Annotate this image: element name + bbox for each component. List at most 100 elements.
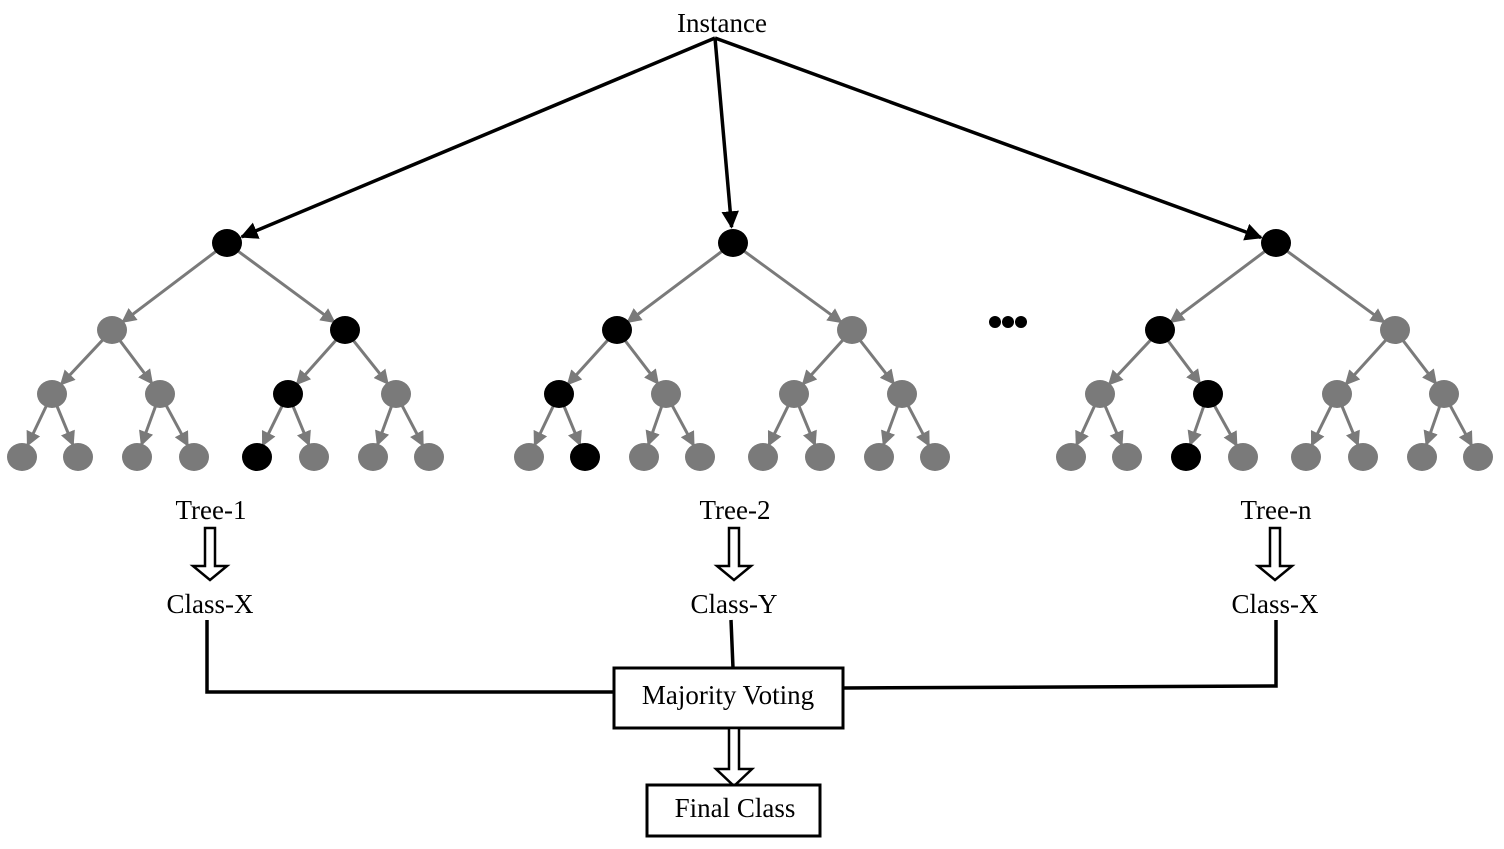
tree-edge xyxy=(1164,337,1202,385)
tree-2 xyxy=(514,229,950,471)
tree-edge xyxy=(856,336,896,385)
tree-edge xyxy=(54,402,75,447)
tree-node xyxy=(145,380,175,408)
tree-edge xyxy=(375,402,394,447)
tree-edge xyxy=(1339,402,1360,447)
tree-edge xyxy=(234,247,336,324)
tree-node-path xyxy=(242,443,272,471)
tree-node xyxy=(37,380,67,408)
tree-edge xyxy=(561,402,582,447)
tree-node xyxy=(1463,443,1493,471)
tree-node xyxy=(685,443,715,471)
tree-edge xyxy=(905,402,931,447)
tree-node xyxy=(179,443,209,471)
tree-node xyxy=(779,380,809,408)
tree-node-path xyxy=(570,443,600,471)
tree-edge xyxy=(740,247,843,324)
tree-edge xyxy=(1310,402,1334,447)
tree-node xyxy=(299,443,329,471)
tree-node-path xyxy=(544,380,574,408)
tree-node xyxy=(358,443,388,471)
final-class-label: Final Class xyxy=(675,793,796,823)
tree-node xyxy=(414,443,444,471)
tree-node xyxy=(864,443,894,471)
tree-edge xyxy=(881,402,900,447)
tree-edge xyxy=(1344,336,1390,386)
tree-node-path xyxy=(330,316,360,344)
tree-edge xyxy=(121,247,220,324)
instance-label: Instance xyxy=(677,8,767,38)
tree-node-path xyxy=(212,229,242,257)
tree-edge xyxy=(59,336,107,386)
tree-node xyxy=(7,443,37,471)
tree-edge xyxy=(399,402,425,447)
tree-node-path xyxy=(1193,380,1223,408)
tree-node xyxy=(629,443,659,471)
tree-edge xyxy=(163,402,190,447)
tree-node-path xyxy=(718,229,748,257)
tree-node-path xyxy=(1171,443,1201,471)
tree-node xyxy=(920,443,950,471)
tree-node xyxy=(1228,443,1258,471)
tree-output-arrow xyxy=(713,526,755,582)
instance-edges xyxy=(240,36,1263,241)
tree-edge xyxy=(350,336,390,386)
trees-group xyxy=(7,229,1493,471)
tree-node xyxy=(887,380,917,408)
tree-node xyxy=(1112,443,1142,471)
tree-edge xyxy=(1447,402,1474,447)
tree-node xyxy=(1429,380,1459,408)
tree-node xyxy=(1407,443,1437,471)
majority-voting-box: Majority Voting xyxy=(612,666,845,730)
tree-node xyxy=(805,443,835,471)
tree-output-class: Class-X xyxy=(1232,589,1320,619)
tree-name-label: Tree-n xyxy=(1241,495,1312,525)
tree-edge xyxy=(1399,337,1438,385)
tree-edge xyxy=(669,402,696,447)
tree-edge xyxy=(767,402,791,447)
instance-to-tree-2-arrow xyxy=(713,37,739,229)
tree-node xyxy=(381,380,411,408)
tree-node xyxy=(122,443,152,471)
instance-to-tree-3-arrow xyxy=(714,36,1263,241)
tree-edge xyxy=(796,402,817,447)
tree-node xyxy=(63,443,93,471)
tree-edge xyxy=(1211,402,1238,447)
tree-node-path xyxy=(273,380,303,408)
tree-edge xyxy=(566,336,612,386)
tree-output-class: Class-Y xyxy=(691,589,778,619)
tree-node-path xyxy=(1145,316,1175,344)
tree-edge xyxy=(116,337,154,385)
tree-name-label: Tree-1 xyxy=(176,495,247,525)
tree-node xyxy=(748,443,778,471)
tree-edge xyxy=(26,402,50,447)
tree-node xyxy=(1380,316,1410,344)
tree-node xyxy=(1348,443,1378,471)
ellipsis-dots xyxy=(989,316,1027,328)
voting-connectors xyxy=(205,619,1278,694)
tree-edge xyxy=(626,247,726,324)
tree-edge xyxy=(295,336,340,386)
tree-node xyxy=(1056,443,1086,471)
tree-edge xyxy=(1169,247,1269,324)
tree-node-path xyxy=(1261,229,1291,257)
tree-edge xyxy=(801,336,847,386)
tree-1 xyxy=(7,229,444,471)
tree-node xyxy=(514,443,544,471)
tree-node xyxy=(1291,443,1321,471)
tree-edge xyxy=(533,402,557,447)
tree-output-arrow xyxy=(189,526,231,582)
instance-to-tree-1-arrow xyxy=(240,36,716,239)
tree-node xyxy=(837,316,867,344)
tree-output-arrow xyxy=(1254,526,1296,582)
tree-edge xyxy=(1107,336,1155,386)
tree-node xyxy=(1322,380,1352,408)
tree-output-class: Class-X xyxy=(167,589,255,619)
tree-edge xyxy=(621,337,660,385)
final-class-box: Final Class xyxy=(645,783,822,838)
tree-edge xyxy=(1102,402,1124,447)
majority-voting-label: Majority Voting xyxy=(642,680,814,710)
tree-node-path xyxy=(602,316,632,344)
